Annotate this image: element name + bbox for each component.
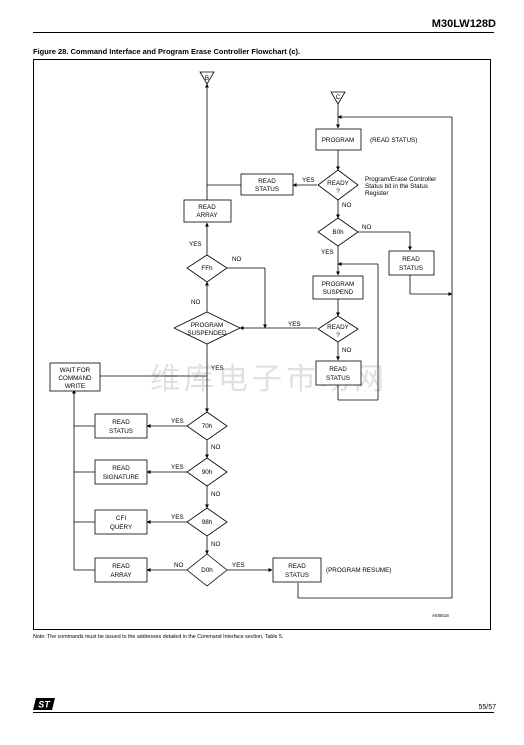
pec-note-l3: Register xyxy=(365,190,388,197)
program-suspended-l2: SUSPENDED xyxy=(187,330,227,337)
pec-note-l1: Program/Erase Controller xyxy=(365,176,436,183)
no-90h: NO xyxy=(211,491,221,498)
decision-b0h xyxy=(317,217,359,247)
read-status-top-l2: STATUS xyxy=(255,186,279,193)
yes-90h: YES xyxy=(171,464,184,471)
decision-ready-top xyxy=(317,169,359,201)
yes-ffh: YES xyxy=(189,241,202,248)
no-70h: NO xyxy=(211,444,221,451)
no-ready-mid: NO xyxy=(342,347,352,354)
yes-d0h: YES xyxy=(232,562,245,569)
read-status-right-l2: STATUS xyxy=(399,265,423,272)
ready-mid-l2: ? xyxy=(336,332,340,339)
d98h-label: 98h xyxy=(202,519,213,526)
decision-90h xyxy=(186,457,228,487)
page-number: 55/57 xyxy=(478,704,496,711)
st-logo: ST xyxy=(33,697,55,715)
figure-code: AI00618 xyxy=(432,613,449,618)
wait-l2: COMMAND xyxy=(58,375,92,382)
ready-top-l1: READY xyxy=(327,180,349,187)
ready-mid-l1: READY xyxy=(327,324,349,331)
footer-rule xyxy=(33,712,494,713)
cfi-query-l2: QUERY xyxy=(110,524,133,531)
read-signature-l1: READ xyxy=(112,465,130,472)
read-signature-l2: SIGNATURE xyxy=(103,474,139,481)
no-suspended: NO xyxy=(191,299,201,306)
connector-b-label: B xyxy=(205,75,209,82)
connector-b-shape xyxy=(199,71,215,85)
wait-l3: WRITE xyxy=(65,383,85,390)
yes-b0h: YES xyxy=(321,249,334,256)
d90h-label: 90h xyxy=(202,469,213,476)
yes-ready-top: YES xyxy=(302,177,315,184)
box-program xyxy=(315,128,362,151)
decision-ready-mid xyxy=(317,315,359,343)
box-read-status-right xyxy=(388,250,435,276)
d0h-label: D0h xyxy=(201,567,213,574)
read-array-bottom-l1: READ xyxy=(112,563,130,570)
figure-frame xyxy=(33,59,491,630)
decision-program-suspended xyxy=(173,311,241,345)
ffh-label: FFh xyxy=(201,265,213,272)
read-status-resume-l2: STATUS xyxy=(285,572,309,579)
yes-suspended: YES xyxy=(211,365,224,372)
box-read-array-bottom xyxy=(94,557,148,583)
wait-l1: WAIT FOR xyxy=(60,367,91,374)
no-b0h: NO xyxy=(362,224,372,231)
decision-d0h xyxy=(186,553,228,587)
b0h-label: B0h xyxy=(332,229,344,236)
read-status-mid-l2: STATUS xyxy=(326,375,350,382)
decision-70h xyxy=(186,411,228,441)
figure-title: Figure 28. Command Interface and Program… xyxy=(33,47,301,56)
box-wait-for-command-write xyxy=(49,362,101,392)
yes-ready-mid: YES xyxy=(288,321,301,328)
d70h-label: 70h xyxy=(202,423,213,430)
box-read-signature xyxy=(94,459,148,485)
read-status-mid-l1: READ xyxy=(329,366,347,373)
no-d0h: NO xyxy=(174,562,184,569)
yes-98h: YES xyxy=(171,514,184,521)
program-suspend-l1: PROGRAM xyxy=(322,281,355,288)
header-rule xyxy=(33,32,494,33)
read-status-70-l2: STATUS xyxy=(109,428,133,435)
ready-top-l2: ? xyxy=(336,188,340,195)
box-read-array-top xyxy=(183,199,232,223)
program-suspended-l1: PROGRAM xyxy=(191,322,224,329)
read-status-note: (READ STATUS) xyxy=(370,137,417,144)
cfi-query-l1: CFI xyxy=(116,515,126,522)
read-status-top-l1: READ xyxy=(258,178,276,185)
connector-c-shape xyxy=(330,91,346,105)
decision-98h xyxy=(186,507,228,537)
box-read-status-mid xyxy=(315,360,362,386)
box-read-status-top xyxy=(240,173,294,196)
pec-note-l2: Status bit in the Status xyxy=(365,183,428,190)
read-status-right-l1: READ xyxy=(402,256,420,263)
program-suspend-l2: SUSPEND xyxy=(323,289,354,296)
read-status-70-l1: READ xyxy=(112,419,130,426)
read-array-top-l1: READ xyxy=(198,204,216,211)
box-cfi-query xyxy=(94,509,148,535)
svg-text:ST: ST xyxy=(38,700,51,710)
no-ready-top: NO xyxy=(342,202,352,209)
read-status-resume-l1: READ xyxy=(288,563,306,570)
read-array-top-l2: ARRAY xyxy=(196,212,218,219)
no-98h: NO xyxy=(211,541,221,548)
connector-c-label: C xyxy=(336,94,341,101)
box-read-status-resume xyxy=(272,557,322,583)
footnote: Note: The commands must be issued to the… xyxy=(33,634,284,640)
program-resume-note: (PROGRAM RESUME) xyxy=(326,567,391,574)
read-array-bottom-l2: ARRAY xyxy=(110,572,132,579)
no-ffh: NO xyxy=(232,256,242,263)
decision-ffh xyxy=(186,254,228,283)
box-read-status-70 xyxy=(94,413,148,439)
program-label: PROGRAM xyxy=(322,137,355,144)
box-program-suspend xyxy=(312,275,364,300)
document-id: M30LW128D xyxy=(431,18,496,30)
yes-70h: YES xyxy=(171,418,184,425)
